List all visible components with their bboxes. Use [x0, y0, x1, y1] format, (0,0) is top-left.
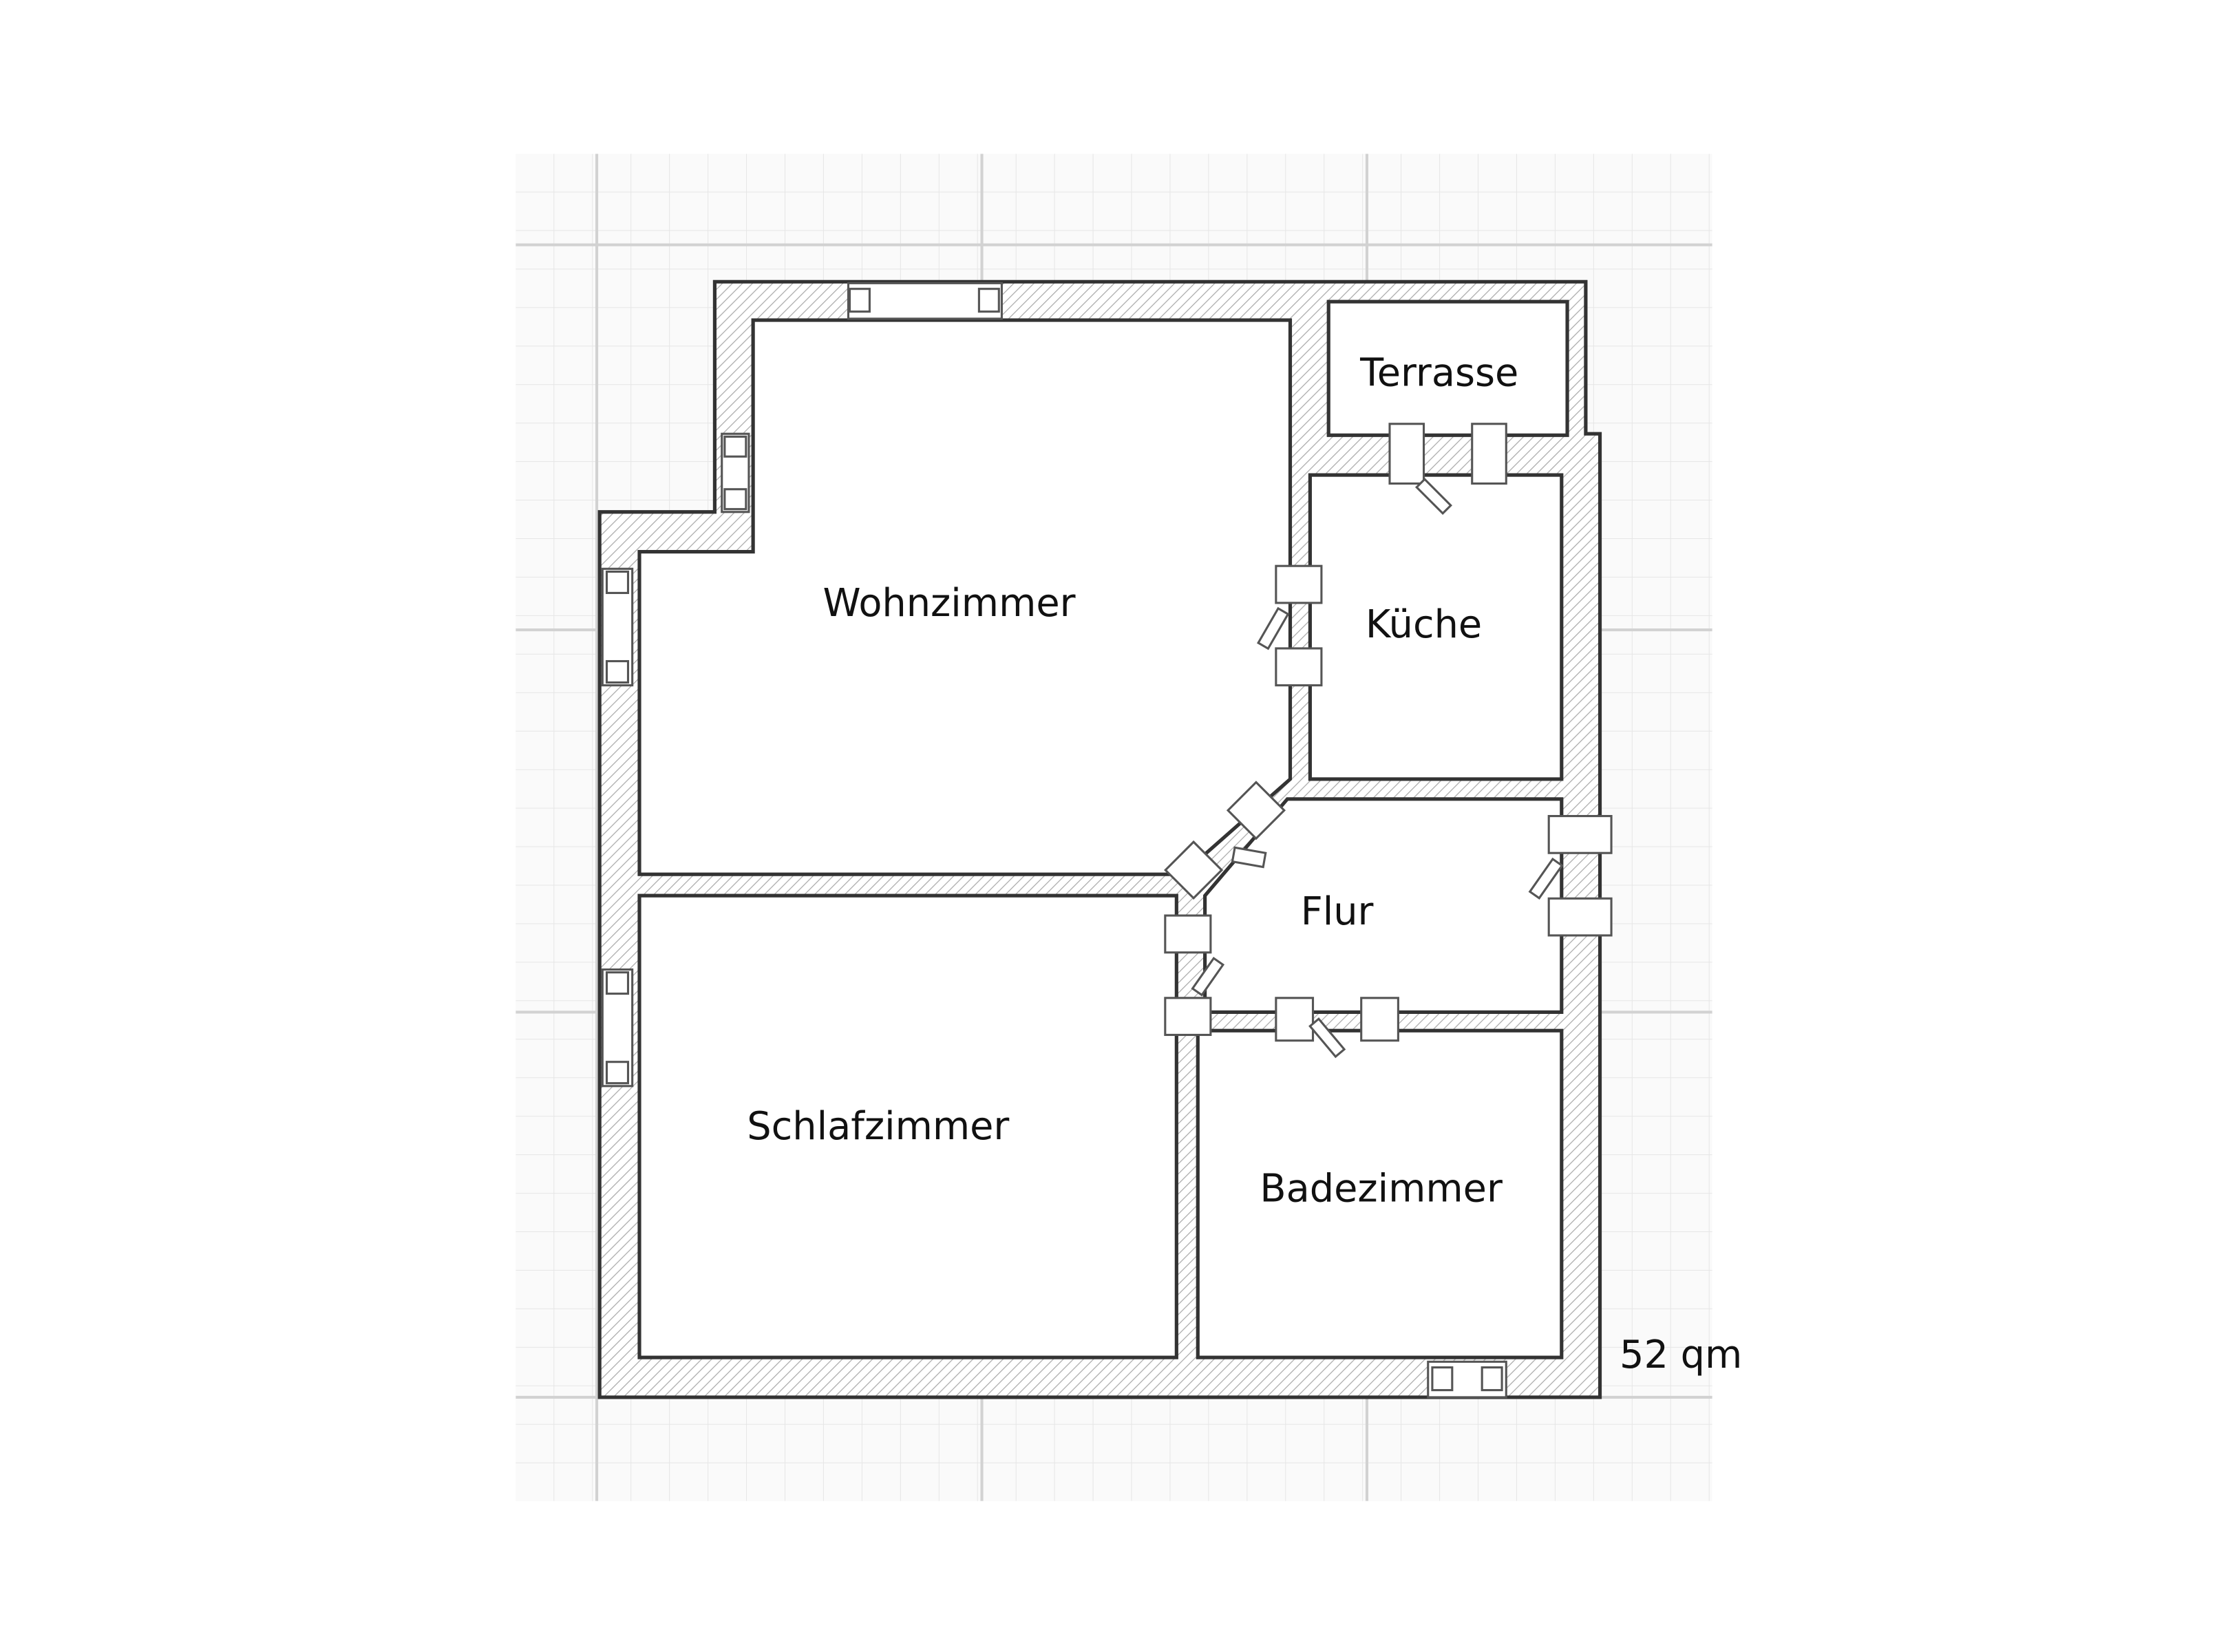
window-bottom	[1427, 1360, 1507, 1399]
label-kueche: Küche	[1366, 602, 1482, 647]
room-schlafzimmer[interactable]	[637, 893, 1178, 1359]
label-terrasse: Terrasse	[1359, 351, 1518, 396]
window-top	[847, 282, 1003, 320]
window-left-upper	[721, 432, 750, 513]
room-wohnzimmer[interactable]	[637, 318, 1293, 876]
windows	[601, 282, 1507, 1399]
door-flur-badezimmer	[1275, 997, 1399, 1059]
room-kueche[interactable]	[1308, 473, 1564, 781]
door-terrasse-kueche	[1388, 423, 1507, 516]
room-labels: Wohnzimmer Terrasse Küche Flur Schlafzim…	[747, 351, 1742, 1378]
doors	[1164, 423, 1613, 1059]
label-badezimmer: Badezimmer	[1260, 1167, 1503, 1211]
door-flur-kueche-right	[1528, 815, 1613, 937]
label-wohnzimmer: Wohnzimmer	[823, 581, 1076, 626]
door-flur-wohnzimmer	[1164, 781, 1286, 900]
window-left-lower	[601, 968, 634, 1088]
door-flur-schlafzimmer	[1164, 914, 1225, 1037]
label-schlafzimmer: Schlafzimmer	[747, 1104, 1009, 1149]
area-label: 52 qm	[1620, 1333, 1742, 1377]
window-left-middle	[601, 567, 634, 687]
room-terrasse[interactable]	[1326, 299, 1569, 437]
door-wohnzimmer-kueche	[1256, 564, 1323, 687]
label-flur: Flur	[1301, 889, 1374, 934]
